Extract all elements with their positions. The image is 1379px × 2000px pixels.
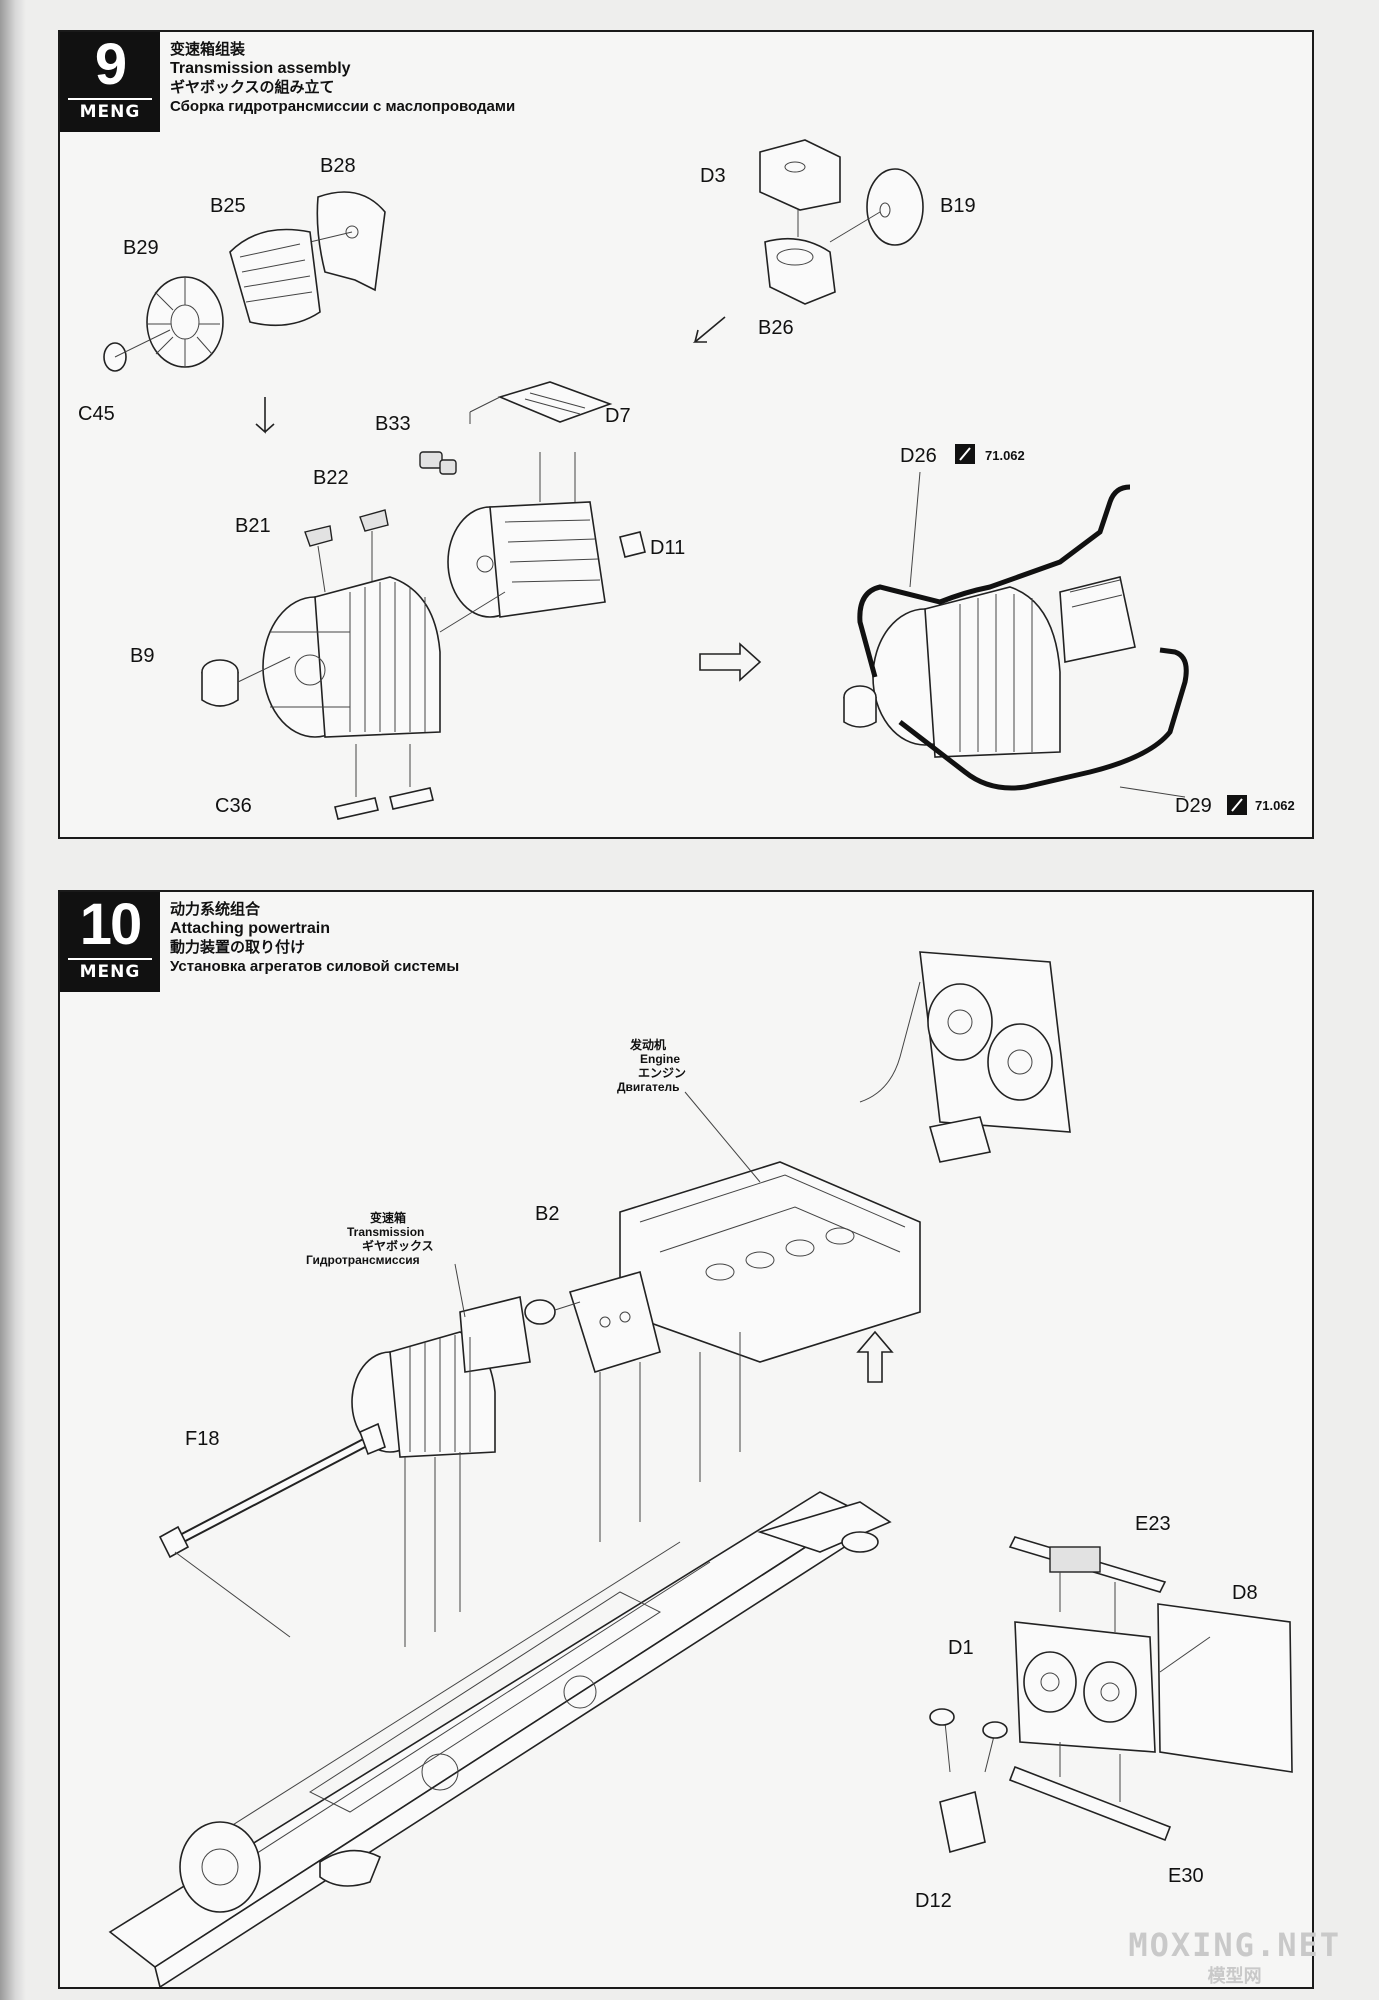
binding-shadow: [0, 0, 26, 2000]
label-b25: B25: [210, 195, 246, 217]
label-b26: B26: [758, 317, 794, 339]
step-9-title-ru: Сборка гидротрансмиссии с маслопроводами: [170, 98, 516, 115]
transmission-drawing: [351, 1296, 531, 1458]
step-9-title-block: 变速箱组装 Transmission assembly ギヤボックスの組み立て …: [170, 40, 515, 116]
step-10-title-block: 动力系统组合 Attaching powertrain 動力装置の取り付け Ус…: [170, 900, 459, 976]
engine-drawing: [568, 1161, 921, 1373]
part-b2-drawing: [524, 1299, 581, 1325]
label-e30: E30: [1168, 1865, 1204, 1887]
watermark-main: MOXING.NET: [1128, 1926, 1341, 1964]
guide-lines: [174, 1332, 741, 1647]
paint-brush-icon-d29: [1227, 795, 1247, 815]
part-d12-drawing: [929, 1708, 1008, 1854]
paint-code-d29: 71.062: [1255, 798, 1295, 813]
part-d1-drawing: [1014, 1621, 1156, 1753]
pump-body-drawing: [447, 452, 606, 618]
label-b28: B28: [320, 155, 356, 177]
step-10-title-en: Attaching powertrain: [170, 920, 331, 937]
step-9-illustration: B28 B25 B29 C45 D3 B19 B26 B33 D7 B22 B2…: [78, 139, 1295, 820]
part-d8-drawing: [1157, 1603, 1293, 1773]
step-10-number: 10: [79, 892, 143, 957]
paint-brush-icon-d26: [955, 444, 975, 464]
transmission-housing-drawing: [262, 576, 506, 738]
step-10-badge: 10 MENG: [60, 892, 160, 992]
engine-label-en: Engine: [640, 1052, 680, 1066]
arrow-diagonal-icon: [692, 316, 726, 343]
paint-code-d26: 71.062: [985, 448, 1025, 463]
part-e23-drawing: [1008, 1536, 1167, 1632]
transmission-leader: [454, 1263, 466, 1318]
watermark-sub: 模型网: [1207, 1966, 1262, 1987]
step-10-title-jp: 動力装置の取り付け: [170, 939, 306, 956]
d26-leader: [909, 471, 921, 588]
chassis-frame-drawing: [108, 1491, 892, 1987]
step-10-panel: 10 MENG 动力系统组合 Attaching powertrain 動力装置…: [58, 890, 1314, 1989]
part-b22-drawing: [359, 509, 389, 582]
label-f18: F18: [185, 1428, 219, 1450]
d29-leader: [1119, 786, 1186, 798]
watermark: MOXING.NET 模型网: [1128, 1926, 1341, 1988]
label-b19: B19: [940, 195, 976, 217]
engine-label-ru: Двигатель: [617, 1080, 680, 1094]
hose-drawing: [859, 981, 921, 1103]
part-b33-drawing: [419, 451, 457, 475]
label-b33: B33: [375, 413, 411, 435]
part-f18-drawing: [158, 1422, 386, 1559]
pipe-d29-drawing: [898, 647, 1189, 791]
part-c36-drawing: [334, 744, 434, 820]
label-b9: B9: [130, 645, 154, 667]
part-d3-drawing: [759, 139, 841, 211]
label-c45: C45: [78, 403, 115, 425]
label-d7: D7: [605, 405, 631, 427]
part-b21-drawing: [304, 525, 333, 593]
radiator-assembly-drawing: [919, 951, 1071, 1163]
label-c36: C36: [215, 795, 252, 817]
step-9-badge: 9 MENG: [60, 32, 160, 132]
part-b25-drawing: [229, 228, 321, 327]
meng-logo: MENG: [68, 958, 152, 982]
engine-label-jp: エンジン: [638, 1066, 686, 1080]
label-d3: D3: [700, 165, 726, 187]
label-d26: D26: [900, 445, 937, 467]
transmission-label-en: Transmission: [347, 1225, 424, 1239]
label-b21: B21: [235, 515, 271, 537]
part-d7-drawing: [469, 381, 613, 424]
label-e23: E23: [1135, 1513, 1171, 1535]
arrow-down-icon: [255, 397, 275, 434]
label-b22: B22: [313, 467, 349, 489]
label-d8: D8: [1232, 1582, 1258, 1604]
part-e30-drawing: [1008, 1742, 1172, 1842]
part-b28-drawing: [309, 191, 386, 292]
label-d12: D12: [915, 1890, 952, 1912]
part-c45-drawing: [103, 329, 171, 372]
step-9-title-cn: 变速箱组装: [170, 41, 246, 58]
label-b29: B29: [123, 237, 159, 259]
label-b2: B2: [535, 1203, 559, 1225]
step-9-title-en: Transmission assembly: [170, 60, 351, 77]
step-10-title-cn: 动力系统组合: [170, 901, 261, 918]
transmission-label-jp: ギヤボックス: [362, 1238, 434, 1253]
label-d11: D11: [650, 537, 685, 559]
arrow-right-icon: [699, 642, 762, 682]
part-b19-drawing: [829, 168, 924, 246]
part-b29-drawing: [146, 276, 224, 368]
part-d11-drawing: [619, 531, 646, 558]
assembled-transmission-drawing: [843, 576, 1136, 758]
label-d29: D29: [1175, 795, 1212, 817]
pipe-d26-drawing: [857, 484, 1131, 678]
transmission-label-ru: Гидротрансмиссия: [306, 1253, 420, 1267]
label-d1: D1: [948, 1637, 974, 1659]
step-9-number: 9: [94, 32, 127, 97]
arrow-up-icon: [856, 1330, 894, 1383]
meng-logo: MENG: [68, 98, 152, 122]
step-10-title-ru: Установка агрегатов силовой системы: [170, 958, 460, 975]
engine-label-cn: 发动机: [629, 1037, 666, 1052]
part-b9-drawing: [201, 656, 291, 707]
transmission-label-cn: 变速箱: [370, 1210, 406, 1225]
step-9-panel: 9 MENG 变速箱组装 Transmission assembly ギヤボック…: [58, 30, 1314, 839]
engine-leader: [684, 1091, 761, 1183]
step-9-title-jp: ギヤボックスの組み立て: [170, 79, 335, 96]
part-b26-drawing: [764, 237, 836, 305]
step-10-illustration: 发动机 Engine エンジン Двигатель 变速箱 Transmissi…: [108, 951, 1293, 1987]
